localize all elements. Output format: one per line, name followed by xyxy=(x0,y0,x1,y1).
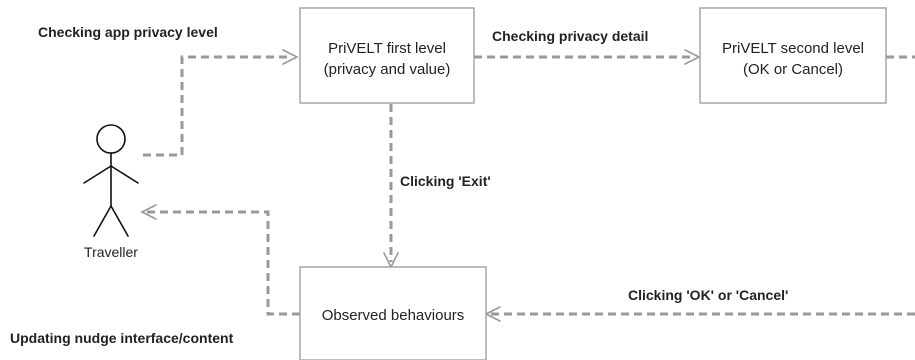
node-observed-behaviours: Observed behaviours xyxy=(299,266,487,360)
edge-observed-to-traveller xyxy=(140,204,300,316)
arrowhead-icon xyxy=(684,49,701,65)
actor-traveller: Traveller xyxy=(83,124,139,260)
node-first-level-line1: PriVELT first level xyxy=(328,40,446,57)
node-second-level-line1: PriVELT second level xyxy=(722,40,864,57)
edge-incoming-to-observed xyxy=(484,306,915,322)
node-privelt-second-level: PriVELT second level (OK or Cancel) xyxy=(699,7,887,104)
label-clicking-exit: Clicking 'Exit' xyxy=(400,173,491,189)
actor-label: Traveller xyxy=(84,244,138,260)
label-checking-privacy-detail: Checking privacy detail xyxy=(492,28,648,44)
node-second-level-line2: (OK or Cancel) xyxy=(743,61,843,78)
node-observed-label: Observed behaviours xyxy=(322,307,465,324)
stick-figure-icon xyxy=(83,124,139,237)
edge-first-level-to-observed xyxy=(383,104,399,269)
label-updating-nudge: Updating nudge interface/content xyxy=(10,330,234,346)
label-clicking-ok-or-cancel: Clicking 'OK' or 'Cancel' xyxy=(628,287,788,303)
label-checking-app-privacy-level: Checking app privacy level xyxy=(38,24,218,40)
node-privelt-first-level: PriVELT first level (privacy and value) xyxy=(299,7,475,104)
node-first-level-line2: (privacy and value) xyxy=(324,61,451,78)
arrowhead-icon xyxy=(282,49,299,65)
edge-traveller-to-first-level xyxy=(143,49,299,157)
edge-first-to-second-level xyxy=(474,49,701,65)
arrowhead-icon xyxy=(140,204,157,220)
